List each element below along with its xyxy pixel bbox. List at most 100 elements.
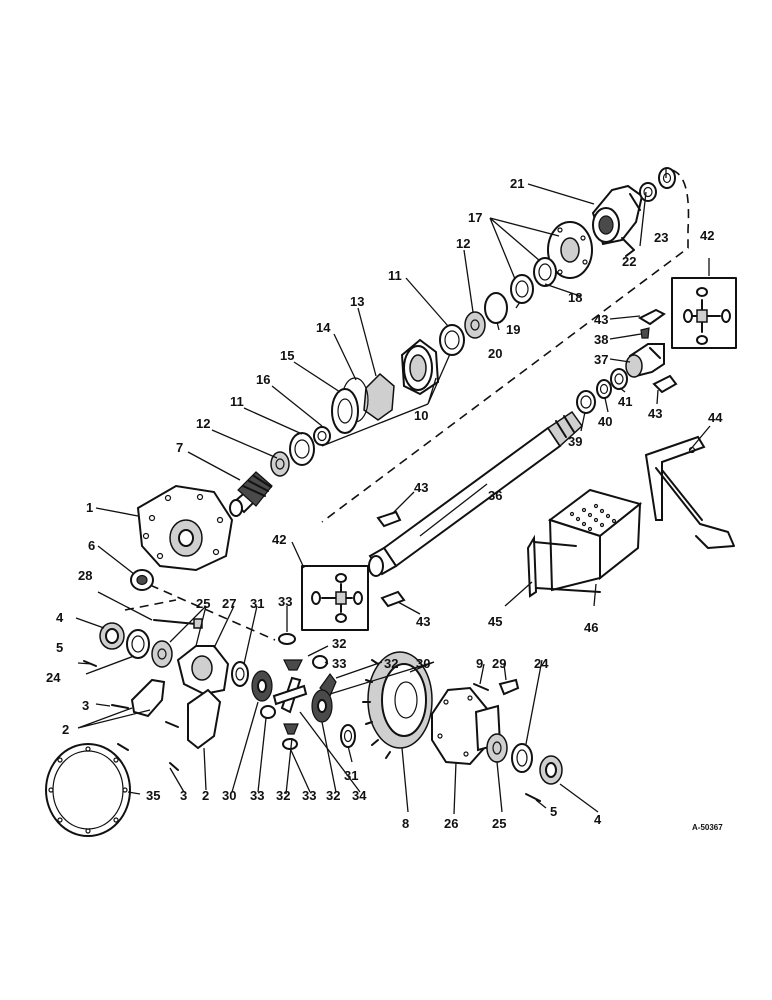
part-43-strap-lower: [380, 590, 406, 608]
part-1-differential-carrier: [136, 484, 234, 572]
callout-20: 20: [488, 346, 502, 361]
part-46-shaft-guard: [547, 488, 643, 592]
part-32-pinion-gear-a: [283, 659, 303, 671]
part-18-seal: [533, 257, 557, 287]
part-41-seal: [610, 368, 628, 390]
part-40-washer: [596, 379, 612, 399]
callout-24-right: 24: [534, 656, 549, 671]
part-25-bearing-cone-left: [151, 640, 173, 668]
callout-45: 45: [488, 614, 502, 629]
part-38-grease-fitting: [640, 327, 650, 339]
callout-37: 37: [594, 352, 608, 367]
callout-25-lower: 25: [492, 816, 506, 831]
callout-3-upper: 3: [82, 698, 89, 713]
part-44-support-bracket: [644, 435, 735, 549]
callout-12-lower: 12: [196, 416, 210, 431]
part-7-drive-pinion: [229, 471, 273, 517]
part-16-spacer: [313, 426, 331, 446]
callout-34: 34: [352, 788, 367, 803]
callout-31-lower: 31: [344, 768, 358, 783]
part-8-ring-gear: [362, 651, 433, 759]
part-28-bolt: [153, 618, 203, 629]
part-26-differential-case: [431, 686, 502, 766]
callout-43-lower: 43: [416, 614, 430, 629]
part-33-washer-a: [278, 633, 296, 645]
part-12-bearing-cone-upper: [464, 311, 486, 339]
callout-42-lower: 42: [272, 532, 286, 547]
callout-40: 40: [598, 414, 612, 429]
part-11-bearing-cup-lower: [289, 432, 315, 466]
part-45-bracket: [526, 534, 601, 598]
part-36-drive-shaft: [368, 410, 583, 577]
callout-11-lower: 11: [230, 394, 244, 409]
part-33-washer-c: [260, 705, 276, 719]
part-11-bearing-cup-upper: [439, 324, 465, 356]
callout-42-upper: 42: [700, 228, 714, 243]
callout-43-upper: 43: [594, 312, 608, 327]
callout-36: 36: [488, 488, 502, 503]
part-30-side-gear-left: [251, 670, 273, 702]
callout-4-left: 4: [56, 610, 64, 625]
part-9-bolt: [473, 683, 489, 691]
part-39-cap: [576, 390, 596, 414]
part-23-nut: [658, 167, 676, 189]
part-12-bearing-cone-lower: [270, 451, 290, 477]
part-35-cover-gasket: [45, 743, 131, 837]
part-13-shim: [363, 372, 395, 421]
callout-2-upper: 2: [62, 722, 69, 737]
callout-16: 16: [256, 372, 270, 387]
callout-32-upper: 32: [332, 636, 346, 651]
callout-25-upper: 25: [196, 596, 210, 611]
part-3-bolt-b: [117, 743, 129, 751]
callout-30-lower: 30: [222, 788, 236, 803]
callout-31-upper: 31: [250, 596, 264, 611]
part-43-strap-upper: [637, 308, 666, 326]
part-43-strap-right: [652, 374, 678, 394]
part-2-bearing-cap-lower: [187, 688, 222, 750]
part-24-bearing-cup-left: [126, 629, 150, 659]
part-42-universal-joint-kit-upper: [671, 277, 737, 349]
callout-33-lower-a: 33: [250, 788, 264, 803]
callout-1: 1: [86, 500, 93, 515]
part-3-bolt-a: [165, 721, 179, 728]
callout-13: 13: [350, 294, 364, 309]
callout-9: 9: [476, 656, 483, 671]
callout-12-upper: 12: [456, 236, 470, 251]
part-24-bearing-cup-right: [511, 743, 533, 773]
part-30-side-gear-right: [311, 689, 333, 723]
callout-19: 19: [506, 322, 520, 337]
callout-32-mid: 32: [384, 656, 398, 671]
part-31-thrust-washer-right: [340, 724, 356, 748]
callout-28: 28: [78, 568, 92, 583]
part-33-washer-b: [312, 655, 328, 669]
part-37-slip-yoke: [625, 343, 665, 378]
assembly-line-pinion: [124, 599, 177, 611]
part-19-seal: [510, 274, 534, 304]
part-32-pinion-gear-c: [283, 723, 299, 735]
part-42-universal-joint-kit-lower: [301, 565, 369, 631]
part-5-cotter-pin-right: [525, 793, 541, 802]
assembly-line-lower: [149, 584, 276, 641]
part-21-flange-yoke: [591, 184, 644, 257]
callout-17: 17: [468, 210, 482, 225]
part-3-bolt-c: [169, 762, 179, 771]
part-34-spider: [272, 676, 308, 714]
callout-22: 22: [622, 254, 636, 269]
callout-24-left: 24: [46, 670, 61, 685]
callout-33-mid: 33: [332, 656, 346, 671]
callout-5-left: 5: [56, 640, 63, 655]
callout-43-right: 43: [648, 406, 662, 421]
part-10-pinion-cage: [400, 338, 440, 396]
callout-43-mid: 43: [414, 480, 428, 495]
callout-46: 46: [584, 620, 598, 635]
drawing-reference-number: A-50367: [692, 823, 723, 832]
callout-3-lower: 3: [180, 788, 187, 803]
callout-26: 26: [444, 816, 458, 831]
part-27-case-half: [176, 645, 230, 696]
callout-32-lower-a: 32: [276, 788, 290, 803]
callout-14: 14: [316, 320, 331, 335]
callout-18: 18: [568, 290, 582, 305]
part-2-bearing-cap-upper: [130, 678, 166, 718]
callout-7: 7: [176, 440, 183, 455]
